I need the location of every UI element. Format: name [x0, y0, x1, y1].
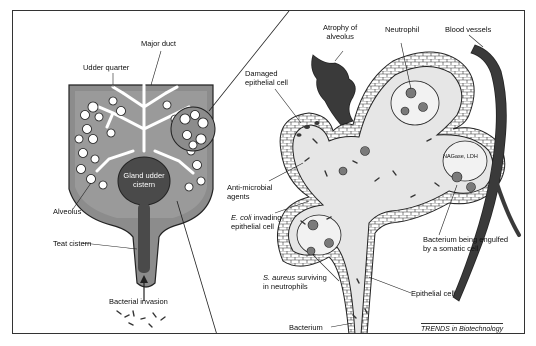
label-saureus-line1: S. aureus surviving: [263, 273, 327, 282]
label-bacterial-invasion: Bacterial invasion: [109, 297, 168, 306]
label-ecoli-line1: E. coli invading: [231, 213, 281, 222]
label-ecoli-line2: epithelial cell: [231, 222, 281, 231]
label-saureus-line2: in neutrophils: [263, 282, 327, 291]
label-bacterium: Bacterium: [289, 323, 323, 332]
label-saureus-surviving: S. aureus surviving in neutrophils: [263, 273, 327, 291]
label-saureus-species: S. aureus: [263, 273, 295, 282]
zoom-line-bottom: [177, 201, 217, 334]
label-ecoli-rest: invading: [251, 213, 281, 222]
label-udder-quarter: Udder quarter: [83, 63, 129, 72]
label-antimicrobial-line2: agents: [227, 192, 272, 201]
teat-cistern: [138, 203, 150, 273]
label-engulfed-line1: Bacterium being engulfed: [423, 235, 508, 244]
label-neutrophil: Neutrophil: [385, 25, 419, 34]
label-major-duct: Major duct: [141, 39, 176, 48]
label-atrophy-line1: Atrophy of: [323, 23, 357, 32]
label-nagase-ldh: NAGase, LDH: [443, 153, 478, 162]
label-epithelial-cell: Epithelial cell: [411, 289, 455, 298]
label-atrophy-of-alveolus: Atrophy of alveolus: [323, 23, 357, 41]
label-damaged-epithelial-cell: Damaged epithelial cell: [245, 69, 288, 87]
figure-credit: TRENDS in Biotechnology: [421, 323, 503, 334]
label-ecoli-invading: E. coli invading epithelial cell: [231, 213, 281, 231]
label-damaged-line1: Damaged: [245, 69, 288, 78]
label-antimicrobial-line1: Anti-microbial: [227, 183, 272, 192]
label-gland-cistern-line2: cistern: [113, 180, 175, 189]
udder-quarter-illustration: [69, 11, 289, 334]
zoom-line-top: [209, 11, 289, 111]
label-damaged-line2: epithelial cell: [245, 78, 288, 87]
label-antimicrobial-agents: Anti-microbial agents: [227, 183, 272, 201]
label-alveolus: Alveolus: [53, 207, 81, 216]
label-blood-vessels: Blood vessels: [445, 25, 491, 34]
invading-bacteria: [117, 311, 165, 327]
label-atrophy-line2: alveolus: [323, 32, 357, 41]
figure-frame: Major duct Udder quarter Gland udder cis…: [12, 10, 525, 334]
label-gland-cistern: Gland udder cistern: [113, 171, 175, 189]
label-teat-cistern: Teat cistern: [53, 239, 91, 248]
label-gland-cistern-line1: Gland udder: [113, 171, 175, 180]
label-saureus-rest: surviving: [295, 273, 327, 282]
label-bacterium-engulfed: Bacterium being engulfed by a somatic ce…: [423, 235, 508, 253]
label-ecoli-species: E. coli: [231, 213, 251, 222]
label-engulfed-line2: by a somatic cell: [423, 244, 508, 253]
